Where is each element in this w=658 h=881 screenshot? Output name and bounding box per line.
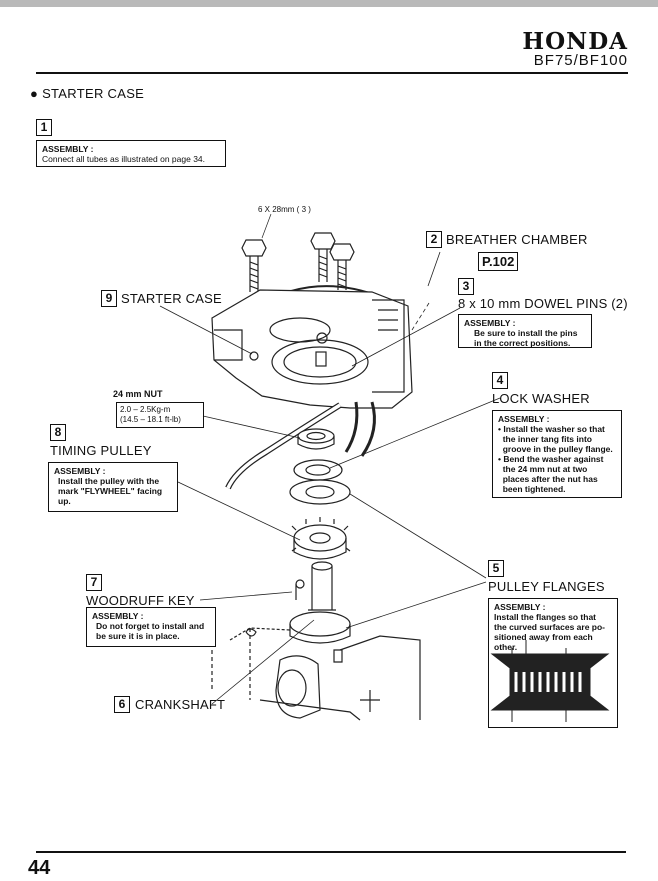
assembly-note-8: ASSEMBLY : Install the pulley with the m… xyxy=(48,462,178,512)
footer-rule xyxy=(36,851,626,853)
assembly-note-3: ASSEMBLY : Be sure to install the pins i… xyxy=(458,314,592,348)
assembly-note-4: ASSEMBLY : • Install the washer so that … xyxy=(492,410,622,498)
callout-number-4: 4 xyxy=(492,372,508,389)
bolt-middle xyxy=(310,232,336,282)
page-reference: P.102 xyxy=(478,252,519,271)
torque-kgm: 2.0 – 2.5Kg-m xyxy=(120,405,171,414)
note-heading: ASSEMBLY : xyxy=(54,466,106,476)
nut-torque-box: 2.0 – 2.5Kg-m (14.5 – 18.1 ft-lb) xyxy=(116,402,204,428)
flange-illustration xyxy=(490,640,610,722)
dowel-pins-label: 8 x 10 mm DOWEL PINS (2) xyxy=(458,296,628,311)
bolt-size-label: 6 X 28mm ( 3 ) xyxy=(258,205,311,214)
callout-number-7: 7 xyxy=(86,574,102,591)
assembly-note-1: ASSEMBLY : Connect all tubes as illustra… xyxy=(36,140,226,167)
bolt-left xyxy=(241,239,267,292)
note-heading: ASSEMBLY : xyxy=(498,414,550,424)
callout-number-3: 3 xyxy=(458,278,474,295)
note-heading: ASSEMBLY : xyxy=(92,611,144,621)
callout-number-9: 9 xyxy=(101,290,117,307)
note-heading: ASSEMBLY : xyxy=(42,144,94,154)
note-text: Be sure to install the pins in the corre… xyxy=(474,328,578,348)
callout-number-8: 8 xyxy=(50,424,66,441)
lock-washer-label: LOCK WASHER xyxy=(492,391,590,406)
torque-ftlb: (14.5 – 18.1 ft-lb) xyxy=(120,415,181,424)
top-bar xyxy=(0,0,658,7)
timing-pulley-label: TIMING PULLEY xyxy=(50,443,152,458)
nut-title: 24 mm NUT xyxy=(113,389,163,399)
woodruff-key-label: WOODRUFF KEY xyxy=(86,593,195,608)
note-heading: ASSEMBLY : xyxy=(464,318,516,328)
brand-logo: HONDA xyxy=(522,28,628,55)
callout-number-6: 6 xyxy=(114,696,130,713)
section-title: ● STARTER CASE xyxy=(30,86,145,101)
note-text: Install the flanges so that the curved s… xyxy=(494,612,606,652)
assembly-note-7: ASSEMBLY : Do not forget to install and … xyxy=(86,607,216,647)
breather-chamber-label: BREATHER CHAMBER xyxy=(446,232,588,247)
model-number: BF75/BF100 xyxy=(533,52,628,69)
callout-number-1: 1 xyxy=(36,119,52,136)
timing-pulley-gear xyxy=(291,517,351,560)
callout-number-5: 5 xyxy=(488,560,504,577)
assembly-note-5: ASSEMBLY : Install the flanges so that t… xyxy=(488,598,618,728)
note-heading: ASSEMBLY : xyxy=(494,602,546,612)
bolt-right xyxy=(329,243,355,290)
crankshaft-label: CRANKSHAFT xyxy=(135,697,226,712)
header-rule xyxy=(36,72,628,74)
pulley-flanges-label: PULLEY FLANGES xyxy=(488,579,605,594)
note-text: Do not forget to install and be sure it … xyxy=(96,621,205,641)
note-text: Install the pulley with the mark "FLYWHE… xyxy=(58,476,163,506)
note-text: • Install the washer so that the inner t… xyxy=(498,424,613,494)
callout-number-2: 2 xyxy=(426,231,442,248)
starter-case-label: STARTER CASE xyxy=(121,291,222,306)
page-number: 44 xyxy=(28,857,51,879)
note-text: Connect all tubes as illustrated on page… xyxy=(42,154,206,164)
